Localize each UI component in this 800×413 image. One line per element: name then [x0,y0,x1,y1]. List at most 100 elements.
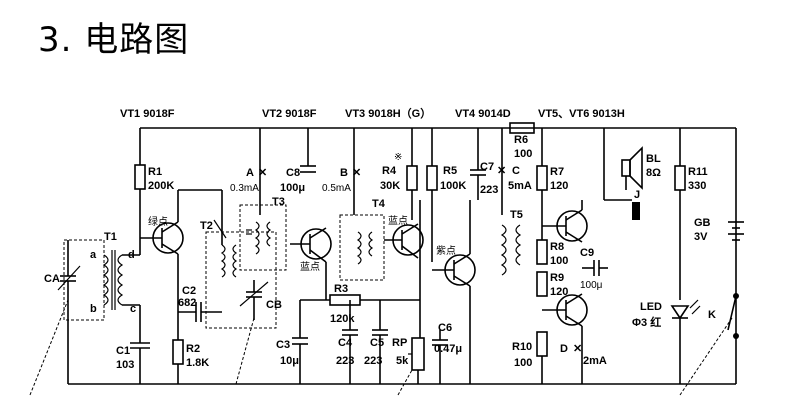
speaker-bl [621,146,643,190]
r9-value: 120 [550,286,568,298]
r6-resistor [509,122,535,134]
t5-label: T5 [510,209,523,221]
t2-coil-box [205,231,277,329]
point-a-current: 0.3mA [230,183,259,194]
jack-j [632,202,640,220]
battery-gb [728,221,744,241]
r5-resistor [426,165,438,191]
rp-value: 5k [396,355,409,367]
c5-value: 223 [364,355,382,367]
r10-value: 100 [514,357,532,369]
bl-label: BL [646,153,661,165]
c9-label: C9 [580,247,594,259]
blue-dot-2-label: 蓝点 [388,215,408,227]
r4-mark: ※ [394,152,402,163]
rp-potentiometer [411,337,425,371]
vt1-label: VT1 9018F [120,108,175,120]
vt2-transistor [290,227,332,300]
coil-b-label: b [90,303,97,315]
c6-label: C6 [438,322,452,334]
power-rails [68,127,737,385]
vt3-label: VT3 9018H（G） [345,107,431,120]
r1-label: R1 [148,166,162,178]
r8-value: 100 [550,255,568,267]
green-dot-label: 绿点 [148,215,168,228]
vt1-transistor [140,190,184,310]
coil-c-label: c [130,303,136,315]
vt3-transistor [384,223,424,259]
t4-box [339,214,385,281]
r9-label: R9 [550,272,564,284]
r4-value: 30K [380,180,400,192]
k-label: K [708,309,716,321]
c9-value: 100μ [580,280,603,291]
blue-dot-1-label: 蓝点 [300,261,320,273]
c3-label: C3 [276,339,290,351]
r3-label: R3 [334,283,348,295]
point-d-mark: ✕ [573,343,582,355]
c4-value: 223 [336,355,354,367]
c2-label: C2 [182,285,196,297]
t4-label: T4 [372,198,386,210]
point-b-label: B [340,167,348,179]
vt4-label: VT4 9014D [455,108,511,120]
c1-label: C1 [116,345,130,357]
c2-value: 682 [178,297,196,309]
cb-label: CB [266,299,282,311]
point-b-mark: ✕ [352,167,361,179]
c8-label: C8 [286,167,300,179]
led-value: Φ3 红 [632,315,661,329]
ca-capacitor [57,240,81,384]
r11-resistor [674,165,686,191]
t3-label: T3 [272,196,285,208]
j-label: J [634,189,640,201]
point-a-mark: ✕ [258,167,267,179]
r11-value: 330 [688,180,706,192]
t1-transformer [63,239,141,321]
ca-label: CA [44,273,60,285]
gb-value: 3V [694,231,708,243]
point-c-current: 5mA [508,180,532,192]
c7-value: 223 [480,184,498,196]
vt5-transistor [542,200,588,243]
r5-label: R5 [443,165,457,177]
page-title: 3. 电路图 [38,20,190,60]
r8-resistor [536,239,548,265]
r8-label: R8 [550,241,564,253]
r2-value: 1.8K [186,357,209,369]
purple-dot-label: 紫点 [436,245,456,257]
t2-label: T2 [200,220,213,232]
t3-box [239,204,287,271]
r4-resistor [406,165,418,191]
point-a-label: A [246,167,254,179]
coil-d-label: d [128,249,135,261]
t1-label: T1 [104,231,117,243]
c3-value: 10μ [280,355,299,367]
c6-value: 0.47μ [434,343,462,355]
switch-k [727,293,739,339]
r10-label: R10 [512,341,532,353]
point-d-label: D [560,343,568,355]
r3-resistor [329,294,361,306]
vt56-label: VT5、VT6 9013H [538,108,625,120]
bl-value: 8Ω [646,167,661,179]
rp-label: RP [392,337,407,349]
vt4-transistor [432,200,476,384]
c5-label: C5 [370,337,384,349]
r7-value: 120 [550,180,568,192]
vt2-label: VT2 9018F [262,108,317,120]
cb-capacitor [239,280,269,320]
r3-value: 120k [330,313,355,325]
r1-value: 200K [148,180,174,192]
vt6-transistor [542,293,588,384]
c4-label: C4 [338,337,353,349]
point-c-label: C [512,165,520,177]
c7-label: C7 [480,161,494,173]
r7-resistor [536,165,548,191]
r9-resistor [536,271,548,297]
r7-label: R7 [550,166,564,178]
gb-label: GB [694,217,711,229]
point-d-current: 2mA [583,355,607,367]
c1-value: 103 [116,359,134,371]
